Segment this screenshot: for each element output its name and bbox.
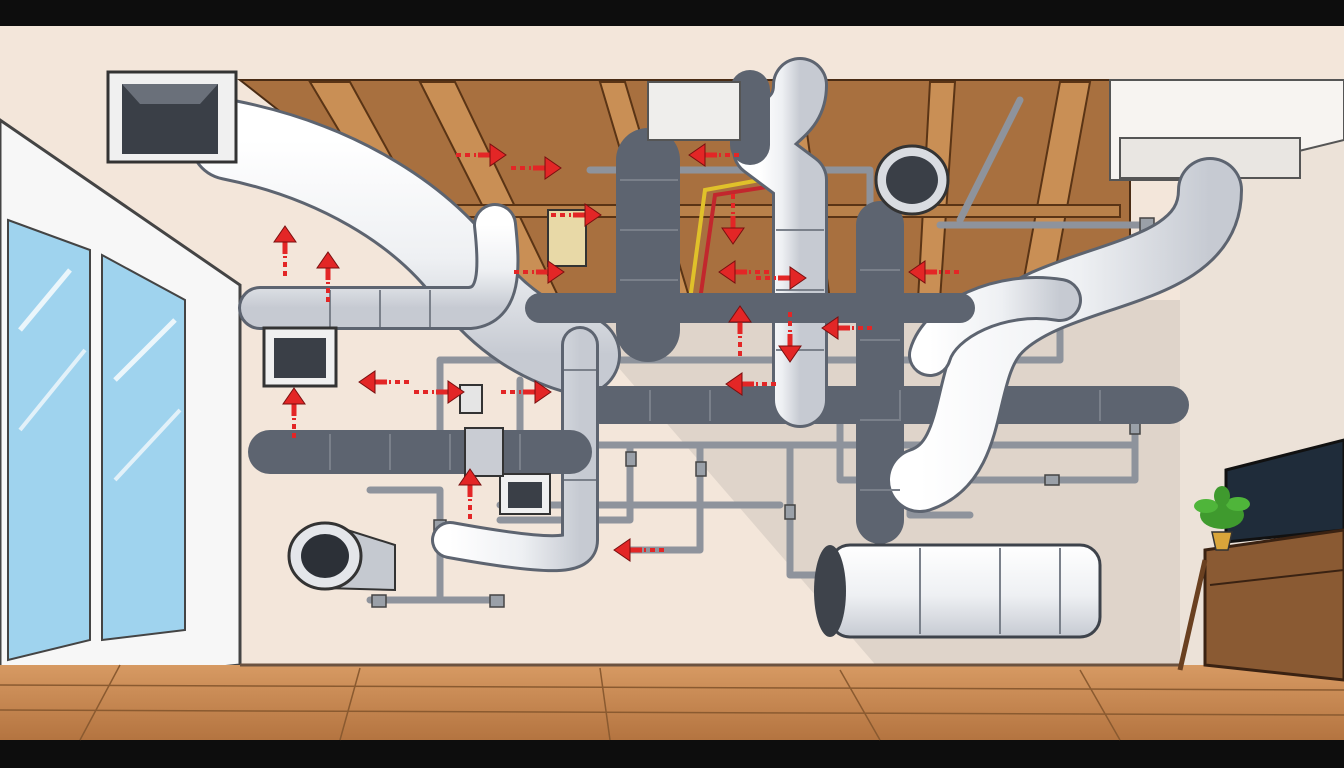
fan-icon: [287, 521, 396, 592]
airflow-arrow-left: [908, 260, 959, 284]
airflow-arrow-up: [728, 305, 752, 356]
duct-clamp: [624, 388, 640, 422]
airflow-arrow-left: [821, 316, 872, 340]
vent-icon: [499, 473, 551, 515]
airflow-arrow-right: [551, 203, 602, 227]
airflow-arrow-right: [501, 380, 552, 404]
letterbox-bottom: [0, 740, 1344, 768]
vent-icon: [106, 70, 238, 164]
airflow-arrow-left: [358, 370, 409, 394]
airflow-arrow-right: [514, 260, 565, 284]
floor: [0, 665, 1344, 740]
airflow-arrow-up: [282, 387, 306, 438]
fan-icon: [874, 144, 950, 216]
floor-duct-cylinder: [814, 543, 1102, 639]
airflow-arrow-left: [718, 260, 769, 284]
ceiling-panel: [647, 81, 741, 141]
airflow-arrow-right: [414, 380, 465, 404]
airflow-arrow-right: [511, 156, 562, 180]
airflow-arrow-down: [721, 194, 745, 245]
electrical-wires: [688, 178, 781, 301]
junction-box: [464, 427, 504, 477]
airflow-arrow-up: [458, 468, 482, 519]
damper-valve: [459, 384, 483, 414]
airflow-arrow-up: [316, 251, 340, 302]
window-icon: [0, 118, 242, 692]
flex-ducts: [189, 57, 1243, 573]
airflow-arrow-left: [688, 143, 739, 167]
airflow-arrow-right: [756, 266, 807, 290]
airflow-arrow-up: [273, 225, 297, 276]
airflow-arrow-left: [725, 372, 776, 396]
junction-box: [547, 209, 587, 267]
vent-icon: [262, 326, 338, 388]
duct-clamp: [1070, 388, 1086, 422]
airflow-arrow-left: [613, 538, 664, 562]
tv-cabinet: [1177, 528, 1344, 682]
airflow-arrows: [273, 143, 959, 562]
duct-bands: [329, 179, 1101, 491]
letterbox-top: [0, 0, 1344, 26]
plant-icon: [1194, 486, 1250, 551]
airflow-arrow-down: [778, 312, 802, 363]
airflow-arrow-right: [456, 143, 507, 167]
floor-planks: [0, 664, 1344, 741]
